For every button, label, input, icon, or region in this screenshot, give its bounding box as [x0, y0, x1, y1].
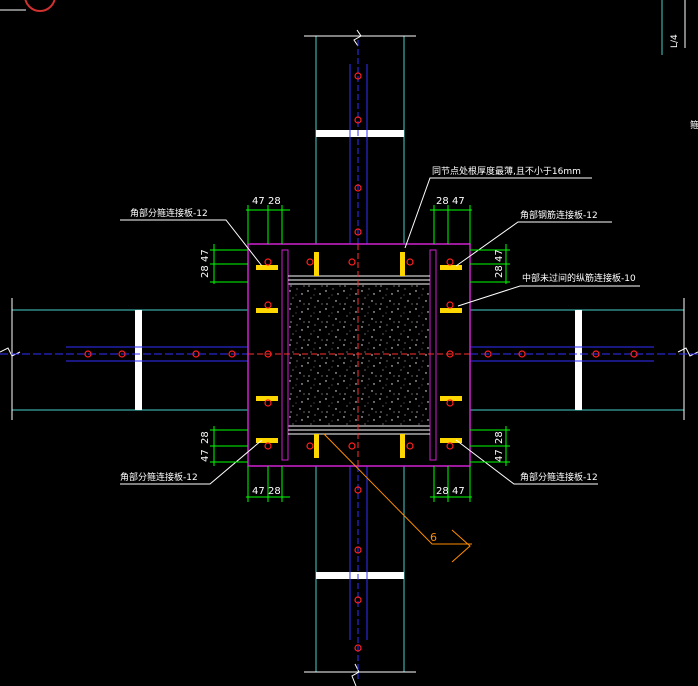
- top-left-fragment: [0, 0, 56, 12]
- right-beam: [470, 298, 698, 420]
- leaders: [120, 177, 640, 485]
- lower-column: [304, 466, 416, 686]
- callout-leader: [323, 433, 472, 563]
- dim-top-right-1: 28: [436, 196, 449, 207]
- dimension-texts: 47 28 28 47 47 28 28 47 28 47 47 28 28 4…: [200, 196, 505, 497]
- note-top-center: 同节点处根厚度最薄,且不小于16mm: [432, 165, 581, 177]
- dim-bottom-left-1: 47: [252, 486, 265, 497]
- connection-plate: [247, 243, 471, 467]
- note-right-mid: 中部未过间的纵筋连接板-10: [522, 272, 636, 284]
- edge-fragment: 箍: [690, 119, 698, 131]
- dim-top-right-2: 47: [452, 196, 465, 207]
- dim-bottom-right-2: 47: [452, 486, 465, 497]
- callout-number: 6: [430, 531, 437, 544]
- note-top-right: 角部钢筋连接板-12: [520, 209, 598, 221]
- dim-left-upper-1: 28: [200, 265, 211, 278]
- corner-label: L/4: [670, 34, 680, 48]
- dim-top-left-1: 47: [252, 196, 265, 207]
- stiffeners: [256, 252, 462, 458]
- note-bottom-right: 角部分箍连接板-12: [520, 471, 598, 483]
- upper-column: [304, 29, 416, 244]
- corner-label-group: L/4 箍: [661, 0, 698, 131]
- dim-top-left-2: 28: [268, 196, 281, 207]
- bolts: [84, 72, 638, 652]
- note-bottom-left: 角部分箍连接板-12: [120, 471, 198, 483]
- dim-left-lower-1: 47: [200, 449, 211, 462]
- dim-bottom-right-1: 28: [436, 486, 449, 497]
- dim-right-lower-2: 28: [494, 431, 505, 444]
- left-beam: [0, 298, 248, 420]
- dim-bottom-left-2: 28: [268, 486, 281, 497]
- dim-left-lower-2: 28: [200, 431, 211, 444]
- dimension-lines: [210, 205, 510, 502]
- dim-right-upper-1: 28: [494, 265, 505, 278]
- dim-right-lower-1: 47: [494, 449, 505, 462]
- dim-left-upper-2: 47: [200, 249, 211, 262]
- note-top-left: 角部分箍连接板-12: [130, 207, 208, 219]
- dim-right-upper-2: 47: [494, 249, 505, 262]
